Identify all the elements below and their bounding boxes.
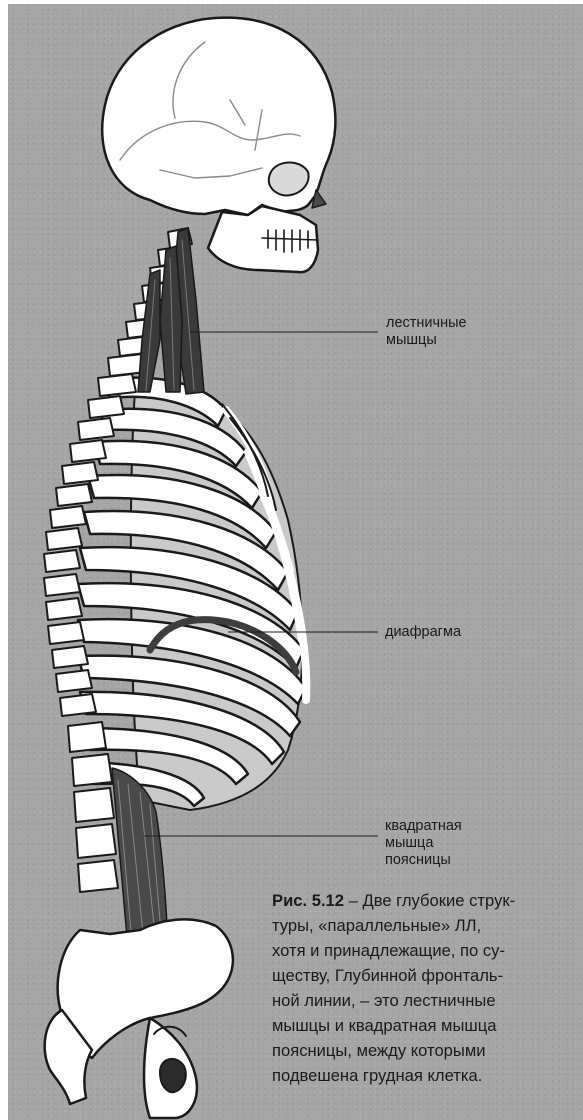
vertebra [56,484,92,506]
figure-caption: Рис. 5.12 – Две глубокие струк- туры, «п… [272,888,577,1088]
caption-line: ществу, Глубинной фронталь- [272,963,577,988]
pelvis [45,919,233,1118]
caption-line: Рис. 5.12 – Две глубокие струк- [272,888,577,913]
scalenes-label-line2: мышцы [386,332,437,349]
vertebra [46,598,82,620]
vertebra [60,694,96,716]
caption-line: мышцы и квадратная мышца [272,1013,577,1038]
vertebra [46,528,82,550]
quadratus-lumborum-label: квадратная [385,818,462,835]
quadratus-lumborum-label-line2: мышца [385,835,433,852]
lumbar-vertebra [68,722,106,752]
scalenes-label: лестничные [386,315,467,332]
vertebra [62,462,98,484]
caption-text: – Две глубокие струк- [344,891,515,910]
vertebra [98,374,136,396]
caption-line: ной линии, – это лестничные [272,988,577,1013]
vertebra [52,646,88,668]
diaphragm-label: диафрагма [385,624,461,641]
lumbar-vertebra [74,788,114,822]
vertebra [56,670,92,692]
ribcage [78,378,306,810]
figure-number: Рис. 5.12 [272,891,344,910]
caption-line: хотя и принадлежащие, по су- [272,938,577,963]
vertebra [44,574,80,596]
quadratus-lumborum-label-line3: поясницы [385,852,451,869]
skull [102,18,335,273]
lumbar-vertebra [72,754,112,786]
vertebra [48,622,84,644]
vertebra [88,396,124,418]
vertebra [78,418,114,440]
scalene-muscles [138,228,204,394]
vertebra [50,506,86,528]
caption-line: поясницы, между которыми [272,1038,577,1063]
vertebra [70,440,106,462]
ilium [58,919,233,1058]
obturator-foramen [160,1059,186,1092]
lumbar-vertebra [76,824,116,858]
vertebra [44,550,80,572]
caption-line: подвешена грудная клетка. [272,1063,577,1088]
lumbar-vertebra [78,860,118,892]
caption-line: туры, «параллельные» ЛЛ, [272,913,577,938]
